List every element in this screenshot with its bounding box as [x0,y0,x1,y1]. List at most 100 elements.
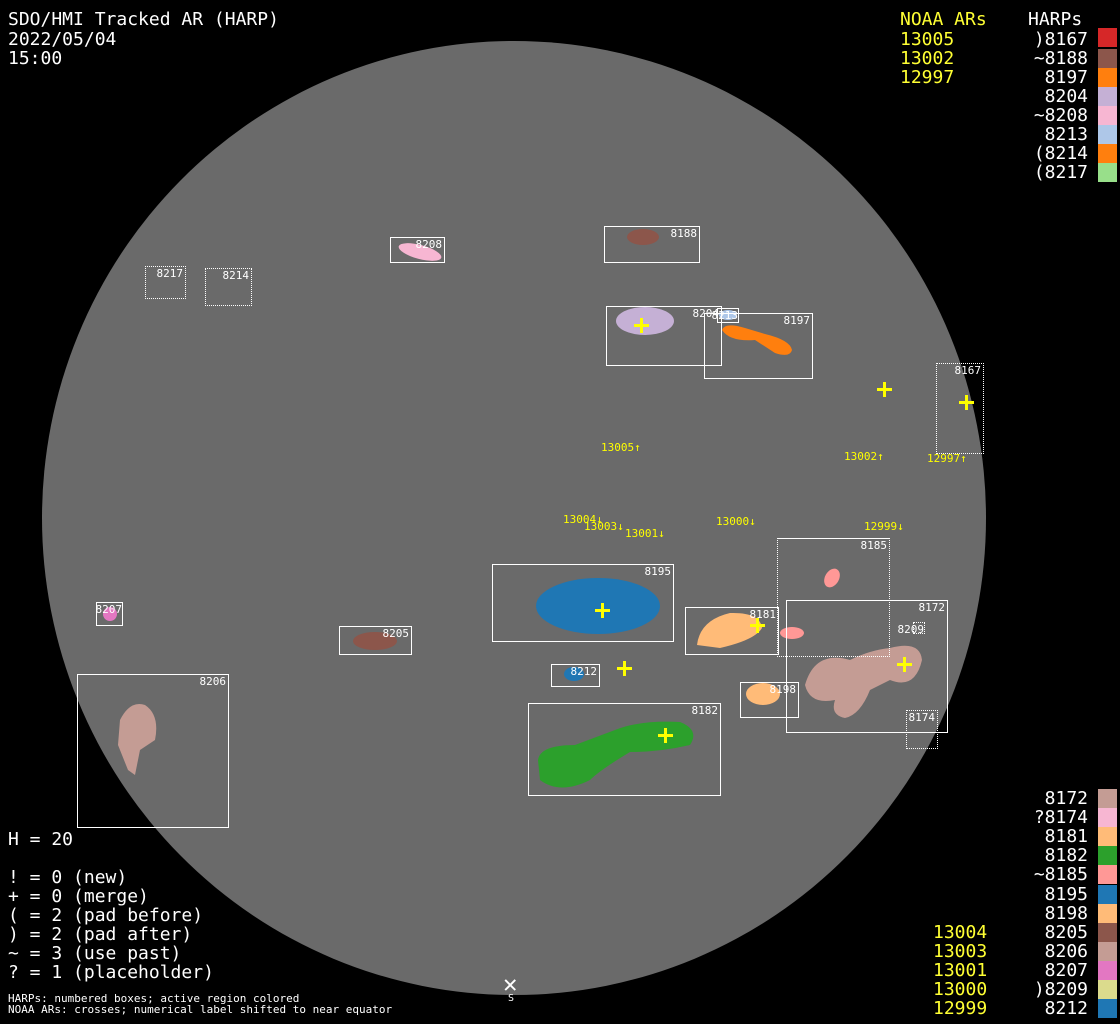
harp-box-label: 8172 [918,601,946,614]
noaa-list-item: 12999 [933,998,988,1020]
harp-box-label: 8188 [670,227,698,240]
noaa-label: 13001↓ [625,527,665,540]
harp-color-swatch [1098,922,1117,942]
stats-line: ~ = 3 (use past) [8,943,182,964]
harp-color-swatch [1098,941,1117,961]
harp-list-item: ~8208 [1033,105,1088,126]
harp-box-8208: 8208 [390,237,445,263]
harp-list-item: 8206 [1044,940,1088,962]
noaa-cross-icon [959,395,974,410]
harp-box-label: 8212 [570,665,598,678]
stats-line: ? = 1 (placeholder) [8,962,214,983]
harp-box-8213: 8213 [712,308,739,323]
harp-box-8174: 8174 [906,710,938,749]
harp-list-item: )8167 [1033,29,1088,50]
harp-box-8181: 8181 [685,607,779,655]
harp-box-8172: 8172 [786,600,948,733]
harp-box-label: 8167 [954,364,982,377]
harp-color-swatch [1098,999,1117,1019]
harp-color-swatch [1098,865,1117,885]
region-8208 [398,243,442,261]
noaa-label: 12999↓ [864,520,904,533]
noaa-cross-icon [750,618,765,633]
harp-list-item: 8182 [1044,845,1088,867]
harp-color-swatch [1098,960,1117,980]
harp-color-swatch [1098,106,1117,125]
harp-list-item: 8212 [1044,998,1088,1020]
harp-box-label: 8205 [382,627,410,640]
harp-color-swatch [1098,903,1117,923]
harp-list-item: 8195 [1044,883,1088,905]
harp-list-item: (8214 [1033,143,1088,164]
date-label: 2022/05/04 [8,29,117,50]
harp-box-label: 8207 [95,603,123,616]
region-8205 [353,632,397,650]
harp-list-item: 8204 [1044,86,1088,107]
harp-heading: HARPs [1028,9,1083,30]
harp-list-item: 8181 [1044,826,1088,848]
region-8204 [616,307,674,335]
region-8181 [697,612,762,648]
harp-box-label: 8174 [908,711,936,724]
harp-color-swatch [1098,980,1117,999]
noaa-cross-icon [595,603,610,618]
noaa-label: 13004↓ [563,513,603,526]
harp-box-8217: 8217 [145,266,186,299]
stats-line: ) = 2 (pad after) [8,924,193,945]
harp-box-label: 8197 [783,314,811,327]
noaa-label: 12997↑ [927,452,967,465]
harp-color-swatch [1098,49,1117,68]
harp-box-8212: 8212 [551,664,600,687]
harp-color-swatch [1098,28,1117,47]
harp-list-item: 8205 [1044,921,1088,943]
harp-color-swatch [1098,808,1117,828]
noaa-cross-icon [658,728,673,743]
noaa-heading: NOAA ARs [900,9,987,30]
harp-box-8188: 8188 [604,226,700,263]
noaa-cross-icon [897,657,912,672]
harp-box-label: 8198 [769,683,797,696]
region-8195 [536,578,660,634]
harp-list-item: )8209 [1033,979,1088,1000]
harp-box-8205: 8205 [339,626,412,655]
harp-color-swatch [1098,68,1117,87]
harp-list-item: 8198 [1044,902,1088,924]
noaa-label: 13003↓ [584,520,624,533]
harp-box-8195: 8195 [492,564,674,642]
harp-box-label: 8206 [199,675,227,688]
harp-box-label: 8185 [860,539,888,552]
region-8185a [824,568,840,588]
noaa-list-item: 13003 [933,941,988,963]
harp-list-item: 8172 [1044,788,1088,809]
region-8198 [746,683,780,705]
noaa-list-item: 12997 [900,67,955,88]
harp-box-label: 8214 [222,269,250,282]
noaa-list-item: 13000 [933,979,988,1001]
harp-box-label: 8195 [644,565,672,578]
stats-line: + = 0 (merge) [8,886,149,907]
footer-line-1: HARPs: numbered boxes; active region col… [8,992,300,1005]
noaa-cross-icon [877,382,892,397]
region-8213 [719,310,737,320]
harp-box-label: 8213 [711,309,739,322]
south-label: S [508,993,515,1004]
stats-list: ! = 0 (new)+ = 0 (merge)( = 2 (pad befor… [8,868,214,982]
harp-list-item: (8217 [1033,162,1088,183]
harp-box-label: 8208 [415,238,443,251]
time-label: 15:00 [8,48,63,69]
harp-color-swatch [1098,144,1117,163]
harp-list-item: ?8174 [1033,807,1088,829]
harp-box-label: 8182 [691,704,719,717]
solar-disk [42,41,986,995]
h-count: H = 20 [8,829,74,850]
noaa-cross-icon [634,318,649,333]
harp-box-8185: 8185 [777,538,890,657]
noaa-list-item: 13002 [900,48,955,69]
harp-box-8167: 8167 [936,363,984,454]
plot-title: SDO/HMI Tracked AR (HARP) [8,9,279,30]
harp-box-label: 8209 [897,623,925,636]
harp-color-swatch [1098,789,1117,808]
south-pole-x-icon: ✕ [503,970,518,998]
